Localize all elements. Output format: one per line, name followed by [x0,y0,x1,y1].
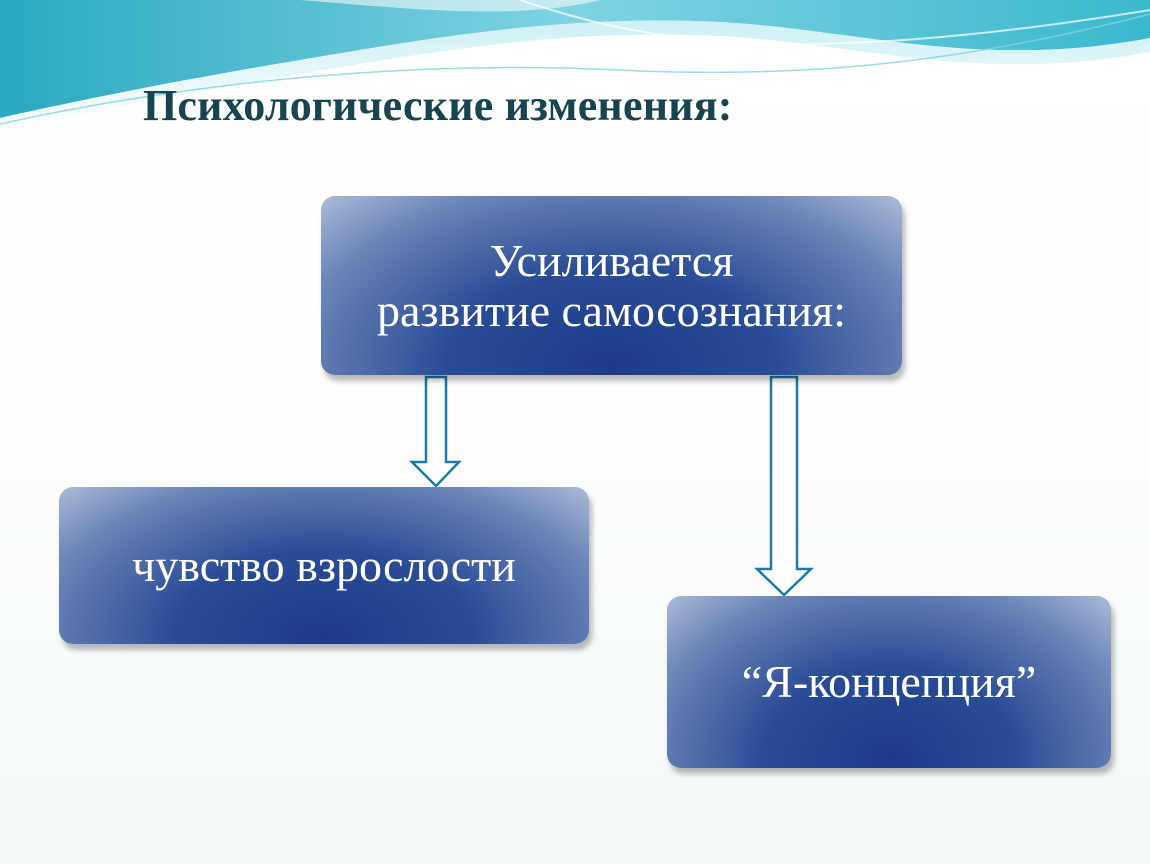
slide-title: Психологические изменения: [143,81,733,130]
arrow-to-left-node [408,375,462,488]
arrow-to-right-node [753,375,815,597]
node-right: “Я-концепция” [667,596,1111,768]
wave-decoration [0,0,1150,132]
node-main-line1: Усиливается [489,234,734,286]
node-main: Усиливается развитие самосознания: [321,196,902,375]
node-right-label: “Я-концепция” [741,656,1037,708]
node-left-label: чувство взрослости [132,539,516,591]
node-main-line2: развитие самосознания: [376,284,846,336]
node-left: чувство взрослости [59,487,589,644]
